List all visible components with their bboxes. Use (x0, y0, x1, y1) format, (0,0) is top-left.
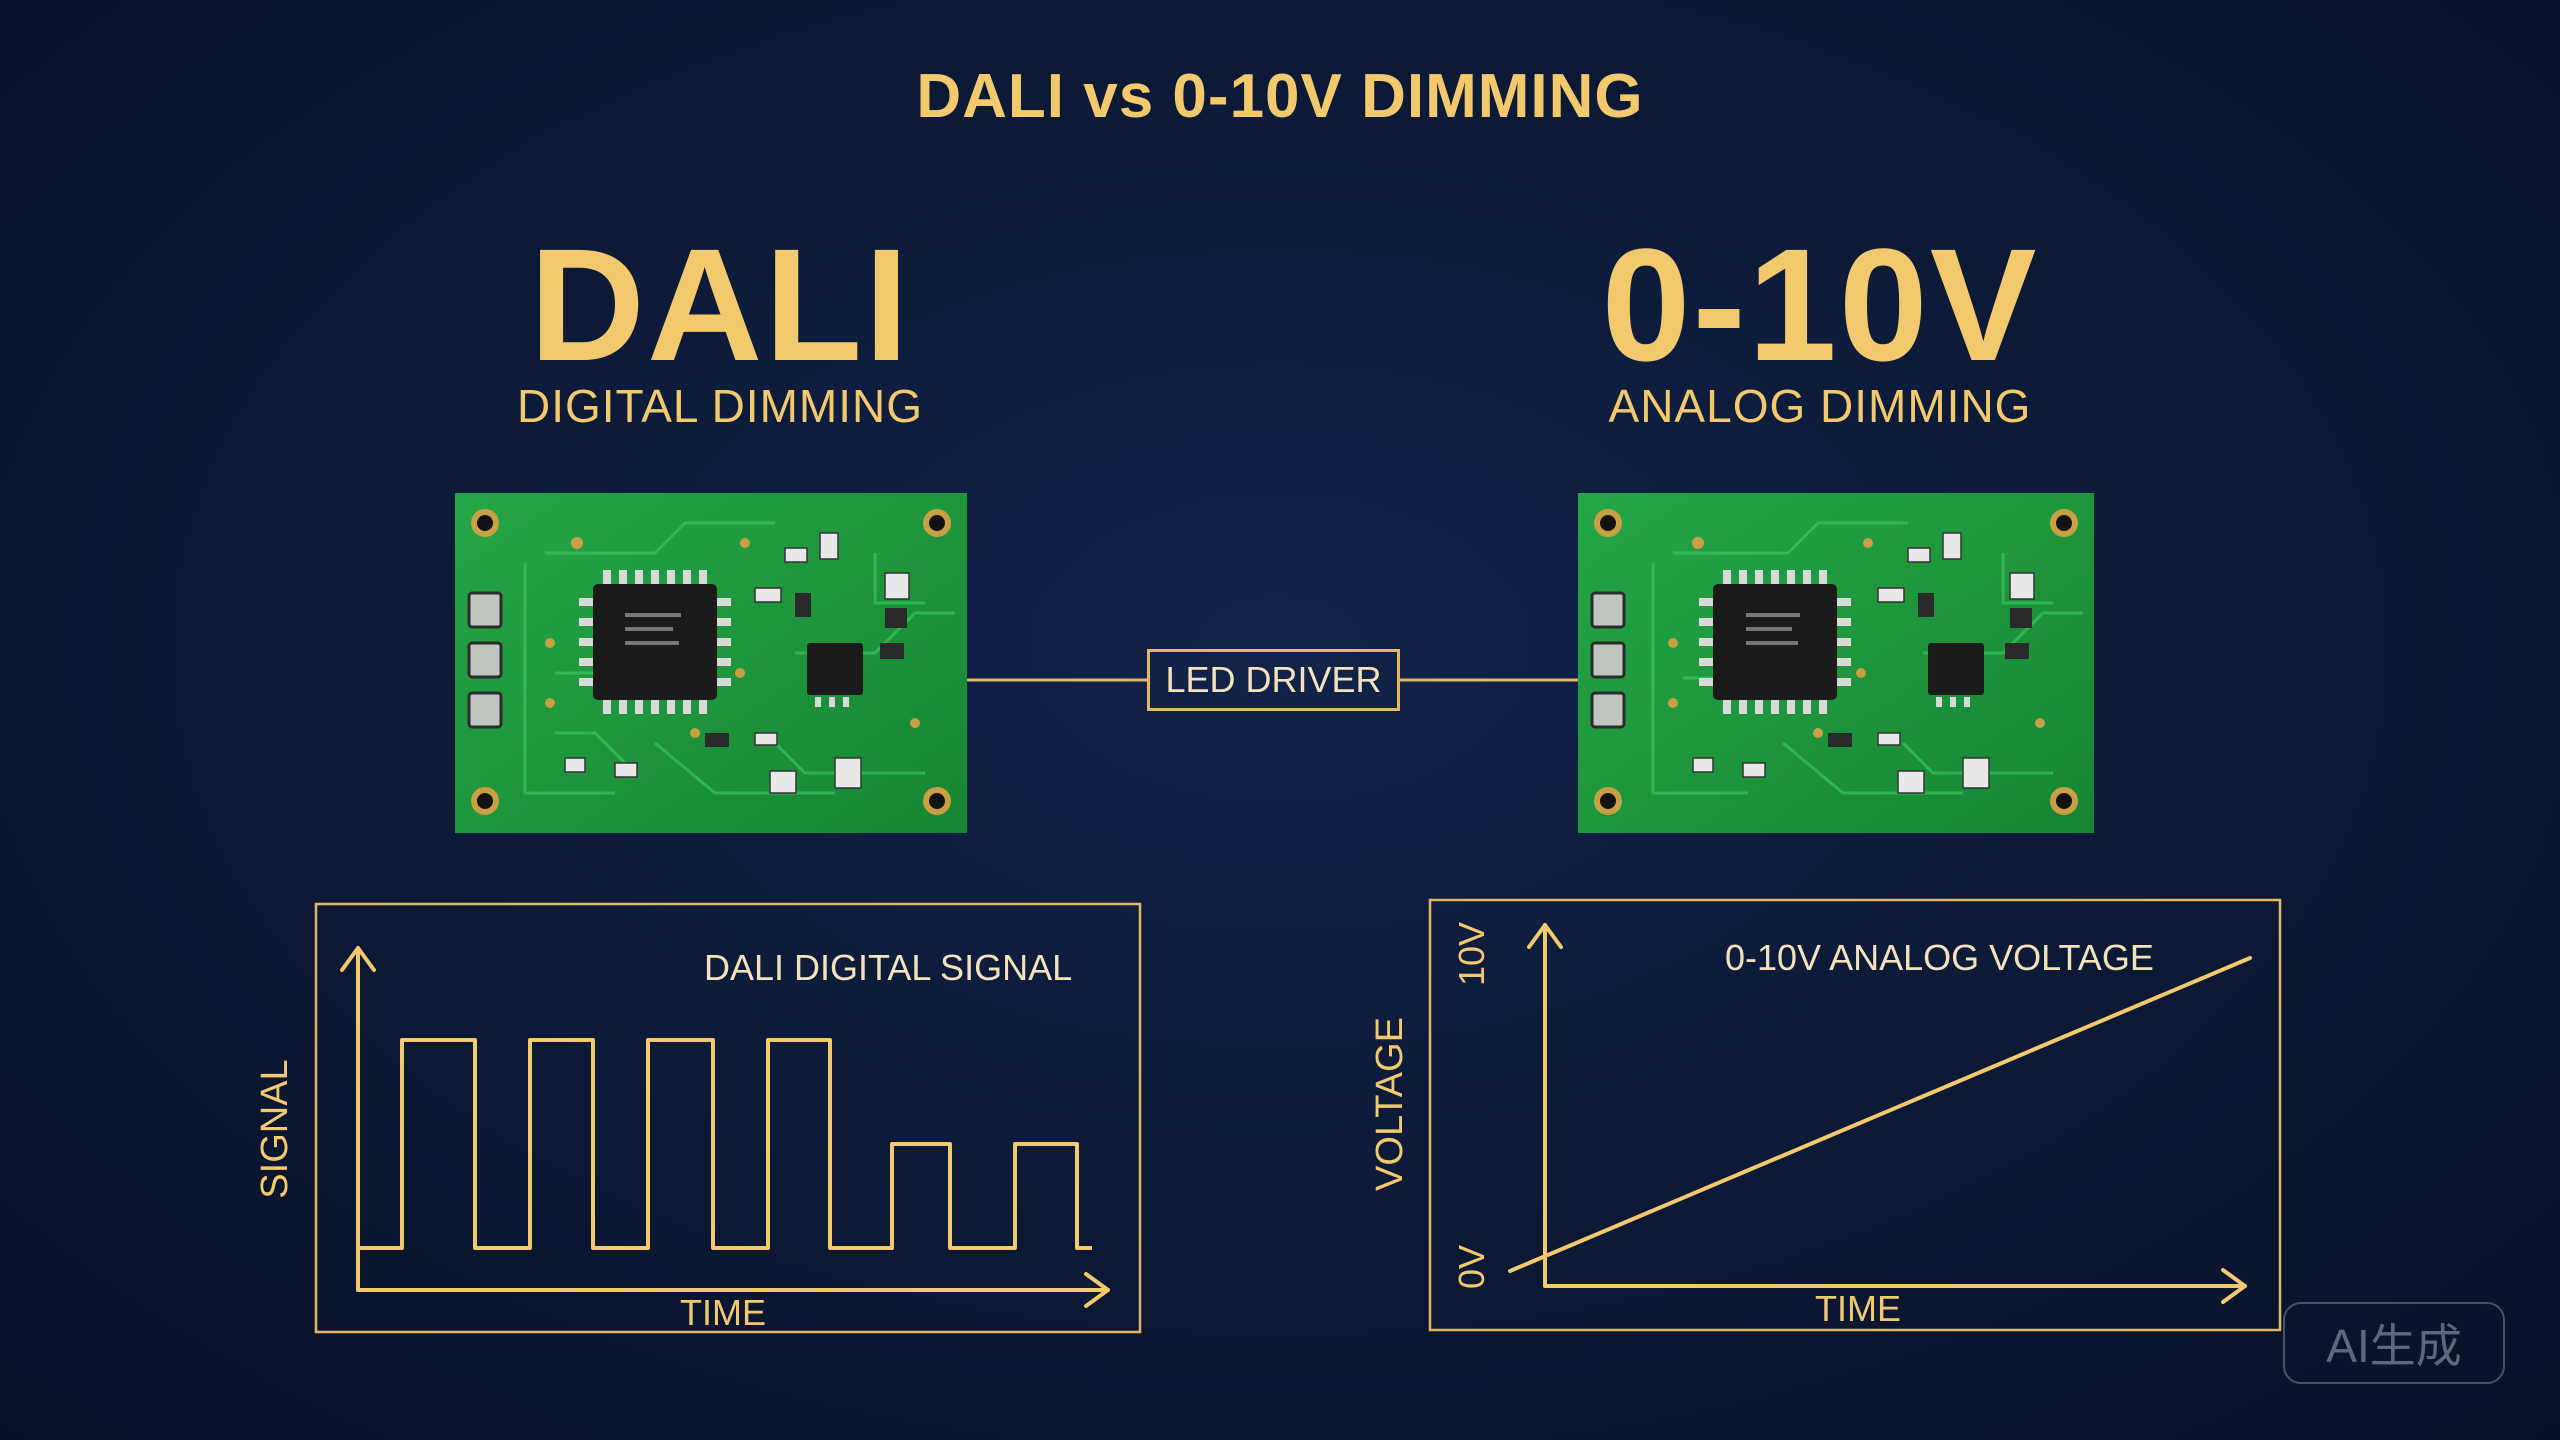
analog-voltage-ramp (1508, 956, 2252, 1273)
analog-graph-title: 0-10V ANALOG VOLTAGE (1725, 937, 2154, 978)
analog-x-axis-label: TIME (1815, 1288, 1901, 1329)
main-title: DALI vs 0-10V DIMMING (916, 62, 1644, 131)
dali-graph-title: DALI DIGITAL SIGNAL (704, 947, 1073, 988)
analog-y-min-label: 0V (1451, 1244, 1492, 1290)
analog-heading: 0-10V (1601, 215, 2039, 394)
analog-subheading: ANALOG DIMMING (1608, 380, 2032, 432)
analog-circuit-board (1578, 493, 2094, 833)
dali-digital-signal-trace (358, 1038, 1092, 1250)
dali-graph-frame (314, 902, 1142, 1334)
led-driver-label: LED DRIVER (1147, 649, 1400, 711)
analog-graph-frame (1428, 898, 2282, 1332)
analog-axes (1527, 923, 2247, 1304)
analog-y-axis-label: VOLTAGE (1369, 1017, 1411, 1191)
dali-subheading: DIGITAL DIMMING (517, 380, 923, 432)
dali-x-axis-label: TIME (680, 1292, 766, 1333)
dali-heading: DALI (529, 215, 911, 394)
analog-y-max-label: 10V (1451, 921, 1492, 987)
dali-circuit-board (455, 493, 967, 833)
dali-y-axis-label: SIGNAL (254, 1059, 296, 1199)
dali-axes (340, 946, 1110, 1308)
ai-generated-watermark: AI生成 (2283, 1302, 2505, 1384)
